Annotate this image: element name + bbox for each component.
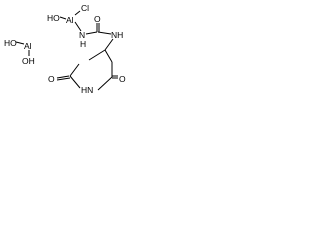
bond-c2-o-1 — [56, 75, 70, 79]
atom-ho-top: HO — [47, 13, 60, 23]
bond-n1-c2 — [69, 63, 80, 77]
atom-ho-left: HO — [4, 38, 17, 48]
bonds-upper — [59, 10, 114, 51]
atom-o-ring-left: O — [48, 74, 55, 84]
bonds-left — [15, 41, 30, 56]
bond-ho-al-left — [15, 41, 25, 45]
bond-al-n — [74, 21, 82, 32]
atom-h-urea: H — [80, 39, 86, 49]
bond-c2-o-2 — [56, 77, 71, 81]
atom-labels: HO Cl Al O N H NH Al HO OH HN O O — [4, 3, 126, 95]
bond-nh-ring-c5 — [104, 38, 114, 51]
atom-al-left: Al — [24, 41, 32, 51]
bond-al-cl — [74, 10, 81, 16]
bond-n3-c4 — [97, 76, 113, 91]
bond-c5-n1 — [88, 49, 106, 61]
bond-al-ho — [59, 16, 67, 20]
bonds-ring — [56, 49, 118, 91]
bond-n-c-urea — [85, 31, 98, 35]
atom-hn-ring: HN — [81, 85, 93, 95]
bond-c5-c4 — [104, 49, 113, 63]
atom-n-urea: N — [79, 30, 85, 40]
atom-al-top: Al — [66, 15, 74, 25]
chemical-structure: HO Cl Al O N H NH Al HO OH HN O O — [4, 3, 126, 95]
atom-cl: Cl — [81, 3, 89, 13]
atom-o-ring-right: O — [119, 74, 126, 84]
atom-o-carbonyl-top: O — [94, 14, 101, 24]
bond-c2-n3 — [69, 75, 81, 89]
atom-nh-ring: NH — [111, 30, 123, 40]
bond-c-nh-urea — [97, 31, 112, 35]
atom-oh-left: OH — [22, 56, 35, 66]
